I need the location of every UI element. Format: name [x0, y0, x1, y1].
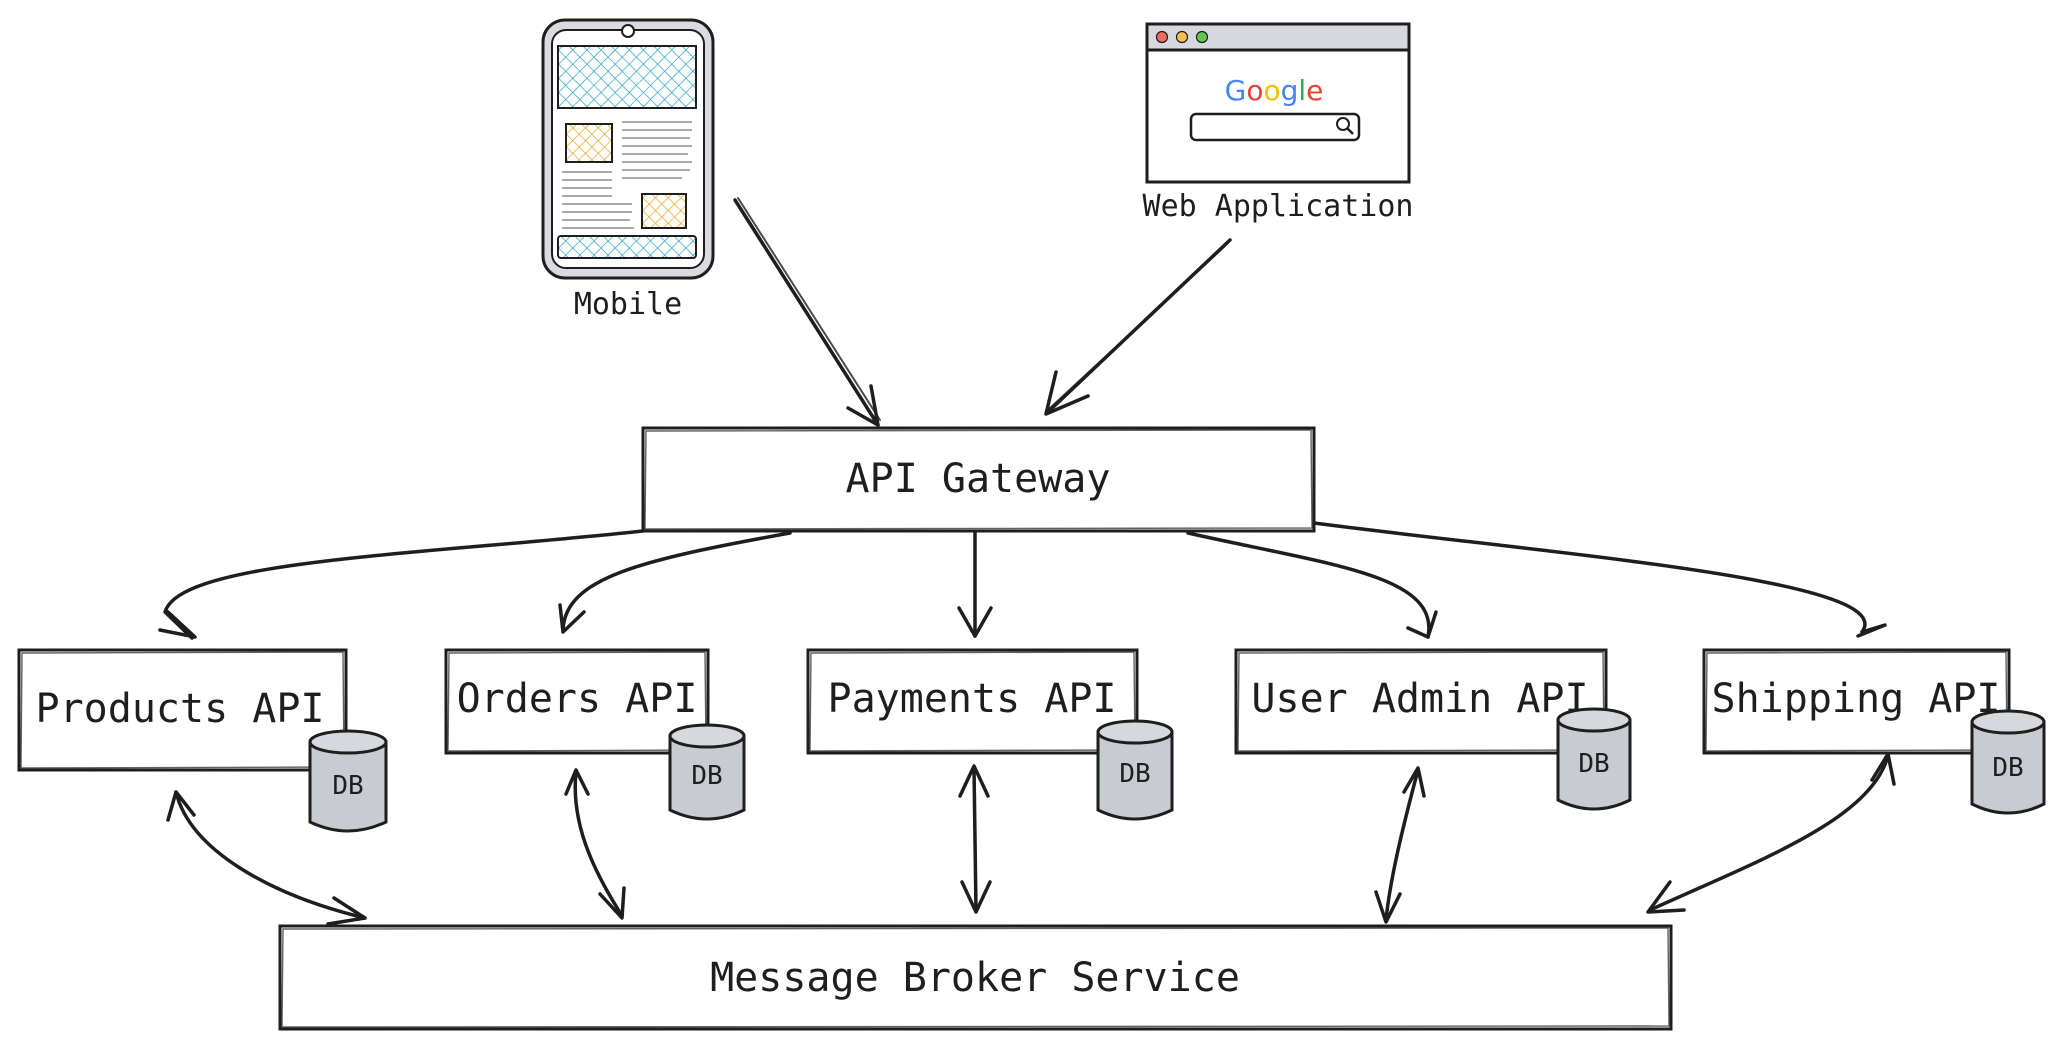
gateway-to-user-admin-arrow — [1186, 531, 1438, 639]
google-logo: Google — [1225, 74, 1324, 107]
mobile-phone-icon — [541, 18, 715, 280]
orders-api-label: Orders API — [457, 676, 698, 722]
gateway-to-orders-arrow — [558, 531, 792, 634]
gateway-to-products-arrow — [158, 529, 645, 640]
window-maximize-dot — [1195, 30, 1209, 44]
shipping-api-service: Shipping API DB — [1702, 648, 2046, 815]
payments-api-label: Payments API — [828, 676, 1117, 722]
orders-db-label: DB — [691, 761, 722, 791]
products-db-label: DB — [332, 771, 363, 801]
user-admin-api-service: User Admin API DB — [1234, 648, 1632, 811]
user-admin-api-label: User Admin API — [1251, 676, 1588, 722]
mobile-label: Mobile — [574, 287, 682, 322]
web-application-label: Web Application — [1143, 189, 1414, 224]
products-broker-arrow — [166, 790, 367, 926]
mobile-client: Mobile — [541, 18, 715, 322]
browser-window-icon: Google — [1145, 22, 1411, 184]
gateway-to-shipping-arrow — [1312, 521, 1887, 638]
shipping-db-label: DB — [1992, 753, 2023, 783]
search-box — [1189, 112, 1361, 142]
shipping-api-label: Shipping API — [1712, 676, 2001, 722]
message-broker-label: Message Broker Service — [710, 955, 1240, 1001]
products-api-label: Products API — [36, 686, 325, 732]
mobile-to-gateway-arrow — [733, 197, 881, 427]
orders-broker-arrow — [564, 768, 626, 920]
user-admin-db-icon: DB — [1556, 707, 1632, 811]
web-client: Google Web Application — [1143, 22, 1414, 224]
web-to-gateway-arrow — [1044, 238, 1232, 416]
orders-db-icon: DB — [668, 723, 746, 821]
gateway-to-payments-arrow — [957, 531, 993, 638]
payments-api-service: Payments API DB — [806, 648, 1174, 821]
payments-db-label: DB — [1119, 759, 1150, 789]
shipping-broker-arrow — [1646, 752, 1896, 914]
user-admin-db-label: DB — [1578, 749, 1609, 779]
window-close-dot — [1155, 30, 1169, 44]
message-broker-service: Message Broker Service — [278, 924, 1673, 1031]
api-gateway-label: API Gateway — [846, 456, 1111, 502]
products-api-service: Products API DB — [17, 648, 388, 833]
payments-broker-arrow — [958, 764, 992, 914]
search-icon — [1336, 117, 1354, 135]
user-admin-broker-arrow — [1374, 766, 1426, 924]
window-minimize-dot — [1175, 30, 1189, 44]
payments-db-icon: DB — [1096, 719, 1174, 821]
shipping-db-icon: DB — [1970, 709, 2046, 815]
orders-api-service: Orders API DB — [444, 648, 746, 821]
api-gateway: API Gateway — [641, 426, 1316, 533]
products-db-icon: DB — [308, 729, 388, 833]
